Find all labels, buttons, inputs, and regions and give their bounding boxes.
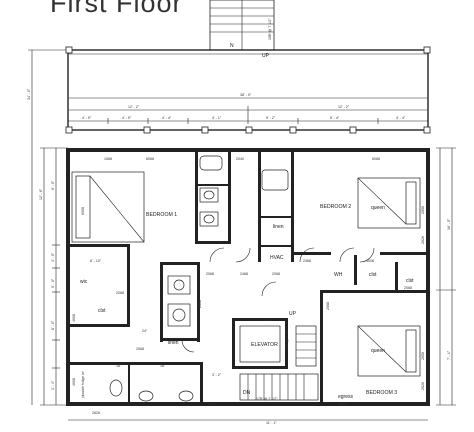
door-2468-a: 2468: [240, 272, 248, 276]
window-2656-a: 2656: [421, 206, 425, 214]
dim-seg-g: 4' - 4": [396, 116, 406, 120]
dim-seg-a: 4' - 5": [82, 116, 92, 120]
room-wic: wic: [80, 279, 88, 285]
room-bedroom-1: BEDROOM 1: [146, 212, 177, 218]
dim-left-e: 8' - 0": [51, 320, 55, 330]
door-2068-f: 2068: [262, 318, 270, 322]
fixtures: 6008: [71, 155, 421, 402]
bed-queen-2: queen: [371, 205, 385, 211]
door-4008: 4008: [366, 259, 374, 263]
room-linen-1: linen: [273, 224, 284, 230]
door-6068-b: 6068: [372, 157, 380, 161]
bed-queen-3: queen: [371, 348, 385, 354]
door-2868-v: 2868: [198, 300, 202, 308]
dim-top-left: 12' - 2": [128, 105, 140, 109]
window-2626-a: 2626: [421, 236, 425, 244]
dim-right-a: 16' - 5": [447, 218, 451, 230]
door-1068: 1068: [104, 157, 112, 161]
note-double-fridge: (double fridge w/: [81, 371, 85, 398]
room-clst-1: clst: [98, 308, 106, 314]
stair-mid-up-label: UP: [289, 311, 297, 317]
dim-mid-a: 6' - 10": [90, 259, 102, 263]
stair-bottom-risers: 17R @ 7 1/2": [256, 397, 278, 401]
stair-bottom-dn-label: DN: [243, 390, 251, 396]
door-4008-v2: 4008: [72, 378, 76, 386]
dim-left-a: 12' - 6": [39, 188, 43, 200]
dimension-lines-left: 34' - 0" 12' - 6" 6' - 0" 4' - 0" 5' - 0…: [27, 49, 68, 406]
dim-bottom-a: 3' - 2": [212, 373, 222, 377]
room-bedroom-3: BEDROOM 3: [366, 390, 397, 396]
dim-left-overall: 34' - 0": [27, 88, 31, 100]
page-title: First Floor: [50, 0, 183, 18]
door-6068-a: 6068: [146, 157, 154, 161]
room-bedroom-2: BEDROOM 2: [320, 204, 351, 210]
stair-top-n-label: N: [230, 43, 234, 49]
window-2656-b: 2656: [421, 352, 425, 360]
stair-top-risers: 15R @ 7 1/2": [268, 18, 272, 40]
door-2852-a: 2852: [208, 402, 216, 406]
room-clst-2: clst: [369, 272, 377, 278]
window-2626-b: 2626: [421, 382, 425, 390]
dim-seg-d: 4' - 1": [212, 116, 222, 120]
interior-dimensions: 6' - 10" 24" 18" 18" 3' - 2" 11' - 1": [90, 259, 278, 425]
dim-seg-e: 9' - 2": [266, 116, 276, 120]
dim-seg-c: 4' - 4": [162, 116, 172, 120]
dimension-lines-top: 38' - 0" 12' - 2" 12' - 2" 4' - 5" 4' - …: [67, 93, 429, 124]
dim-mid-d: 18": [160, 364, 166, 368]
stair-mid-risers: 10R @ 7 1/2": [285, 328, 289, 350]
room-hvac: HVAC: [270, 255, 284, 261]
bed1-size: 6008: [81, 207, 85, 215]
dim-top-right: 12' - 2": [338, 105, 350, 109]
dim-left-c: 4' - 0": [51, 252, 55, 262]
door-2068-v: 2068: [326, 302, 330, 310]
door-2852-b: 2852: [338, 402, 346, 406]
interior-walls: [70, 152, 426, 402]
dim-bottom-b: 11' - 1": [266, 421, 278, 425]
dim-left-b: 6' - 0": [51, 180, 55, 190]
door-4008-v: 4008: [72, 314, 76, 322]
dim-seg-f: 6' - 4": [330, 116, 340, 120]
dim-seg-b: 4' - 5": [122, 116, 132, 120]
stair-labels: UP 10R @ 7 1/2" DN 17R @ 7 1/2": [243, 311, 297, 401]
dim-mid-c: 18": [116, 364, 122, 368]
door-2068-c: 2068: [404, 286, 412, 290]
note-egress: egress: [338, 394, 354, 400]
room-linen-2: linen: [168, 340, 179, 346]
room-wh: WH: [334, 272, 343, 278]
dim-mid-b: 24": [142, 329, 148, 333]
door-2068-d: 2068: [116, 291, 124, 295]
door-2068-b: 2068: [272, 272, 280, 276]
dim-left-f: 1' - 4": [51, 380, 55, 390]
door-2068-e: 2068: [136, 347, 144, 351]
door-2468-b: 2468: [303, 259, 311, 263]
door-2626: 2626: [92, 411, 100, 415]
room-labels: BEDROOM 1 BEDROOM 2 BEDROOM 3 ELEVATOR H…: [80, 204, 414, 400]
dim-right-b: 7' - 1": [447, 350, 451, 360]
door-2040: 2040: [236, 157, 244, 161]
dim-left-d: 5' - 0": [51, 278, 55, 288]
room-elevator: ELEVATOR: [251, 342, 278, 348]
door-labels: 1068 6068 2040 6068 2068 2468 2068 2468 …: [92, 157, 412, 415]
dimension-lines-right: 16' - 5" 7' - 1": [436, 147, 456, 406]
room-clst-3: clst: [406, 278, 414, 284]
exterior-walls: [66, 148, 430, 406]
stair-top: N UP 15R @ 7 1/2": [209, 0, 275, 59]
stair-top-up-label: UP: [262, 53, 270, 59]
door-2068-a: 2068: [206, 272, 214, 276]
dim-overall-top: 38' - 0": [240, 93, 252, 97]
vertical-labels: 2656 2656 2626 2626 2068 2868 4008 4008: [72, 206, 425, 390]
